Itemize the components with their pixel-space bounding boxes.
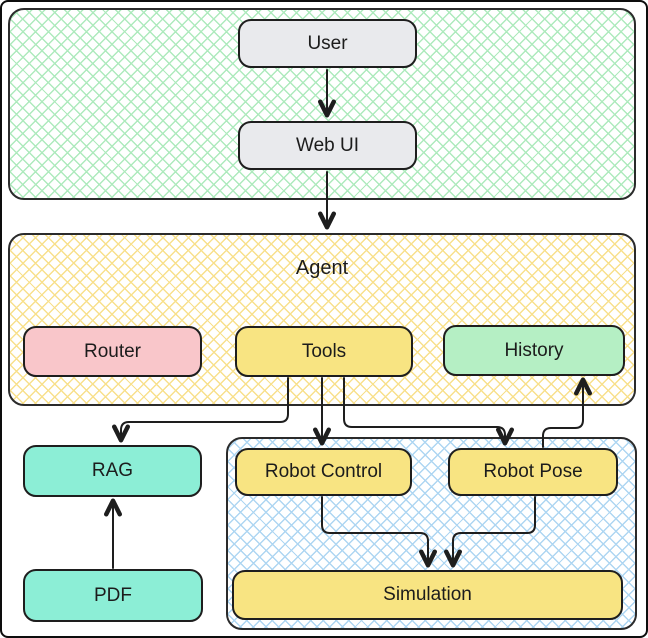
node-simulation: Simulation — [232, 570, 623, 620]
node-router-label: Router — [83, 340, 142, 362]
node-tools: Tools — [235, 326, 413, 377]
node-user-label: User — [307, 32, 348, 54]
node-history-label: History — [504, 339, 564, 361]
node-history: History — [443, 325, 625, 376]
node-tools-label: Tools — [301, 340, 347, 362]
node-pdf: PDF — [23, 569, 203, 622]
node-user: User — [238, 19, 417, 68]
node-robot-control-label: Robot Control — [264, 461, 383, 482]
node-pdf-label: PDF — [94, 584, 132, 606]
node-robot-control: Robot Control — [235, 448, 412, 496]
node-web-ui-label: Web UI — [295, 134, 359, 156]
node-robot-pose: Robot Pose — [448, 448, 618, 496]
node-rag-label: RAG — [91, 460, 134, 481]
node-robot-pose-label: Robot Pose — [483, 461, 583, 482]
node-rag: RAG — [23, 445, 202, 497]
agent-group-label: Agent — [295, 257, 349, 279]
node-router: Router — [23, 326, 202, 377]
node-web-ui: Web UI — [238, 121, 417, 170]
node-simulation-label: Simulation — [383, 584, 472, 605]
agent-group-container: Agent — [8, 233, 636, 406]
